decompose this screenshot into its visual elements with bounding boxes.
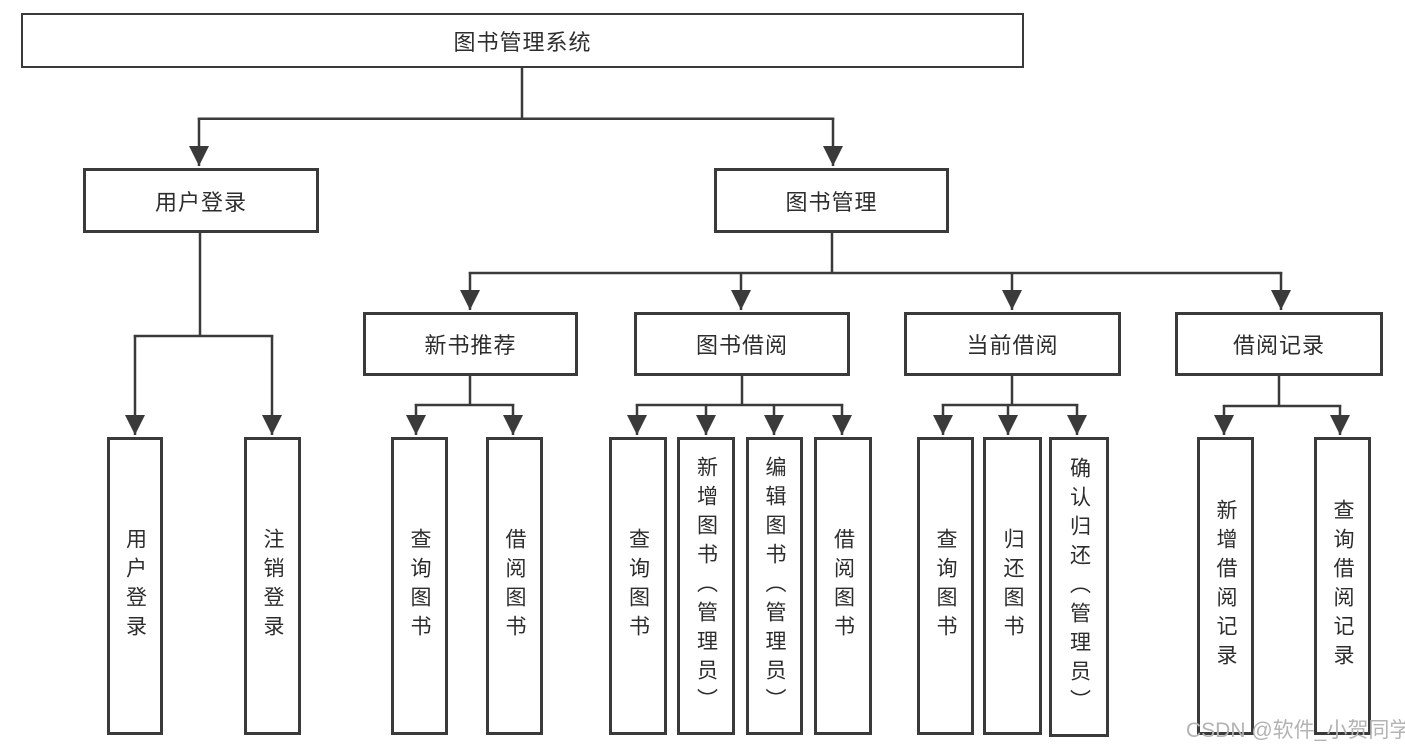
node-label: 借阅记录 [1232,333,1325,358]
node-book-borrowing: 图书借阅 [634,312,850,376]
csdn-watermark: CSDN @软件_小贺同学 [1186,719,1405,742]
node-library-management-system: 图书管理系统 [21,13,1024,68]
node-label: 用户登录 [154,189,247,215]
node-label: 查询图书 [626,528,650,644]
node-label: 归还图书 [1001,528,1024,644]
leaf-logout: 注销登录 [244,437,301,735]
node-label: 借阅图书 [503,528,526,644]
node-label: 查询图书 [934,528,957,644]
node-label: 编辑图书（管理员） [763,455,786,717]
leaf-query-books-recommend: 查询图书 [391,437,448,735]
node-label: 图书管理系统 [453,29,592,55]
leaf-add-books-admin: 新增图书（管理员） [677,437,735,735]
leaf-add-borrow-record: 新增借阅记录 [1197,437,1254,735]
leaf-confirm-return-admin: 确认归还（管理员） [1049,437,1109,737]
leaf-user-login: 用户登录 [107,437,163,735]
node-label: 借阅图书 [831,528,855,644]
leaf-return-books: 归还图书 [983,437,1042,735]
node-new-book-recommendation: 新书推荐 [363,312,578,376]
node-borrowing-records: 借阅记录 [1175,312,1383,376]
leaf-query-books-current: 查询图书 [917,437,974,735]
node-label: 新增借阅记录 [1214,499,1237,673]
node-current-borrowing: 当前借阅 [904,312,1121,376]
node-label: 当前借阅 [966,333,1059,358]
node-book-management: 图书管理 [714,168,949,233]
node-label: 图书管理 [785,189,878,215]
leaf-query-borrow-record: 查询借阅记录 [1314,437,1371,735]
node-label: 图书借阅 [695,333,788,358]
leaf-edit-books-admin: 编辑图书（管理员） [746,437,803,735]
leaf-borrow-books: 借阅图书 [814,437,872,735]
node-label: 用户登录 [123,528,147,644]
node-label: 查询图书 [408,528,431,644]
leaf-borrow-books-recommend: 借阅图书 [486,437,543,735]
node-user-login: 用户登录 [83,168,319,233]
leaf-query-books-borrow: 查询图书 [609,437,667,735]
node-label: 确认归还（管理员） [1067,456,1091,718]
node-label: 注销登录 [261,528,284,644]
node-label: 新增图书（管理员） [694,455,718,717]
node-label: 新书推荐 [424,333,517,358]
node-label: 查询借阅记录 [1331,499,1354,673]
